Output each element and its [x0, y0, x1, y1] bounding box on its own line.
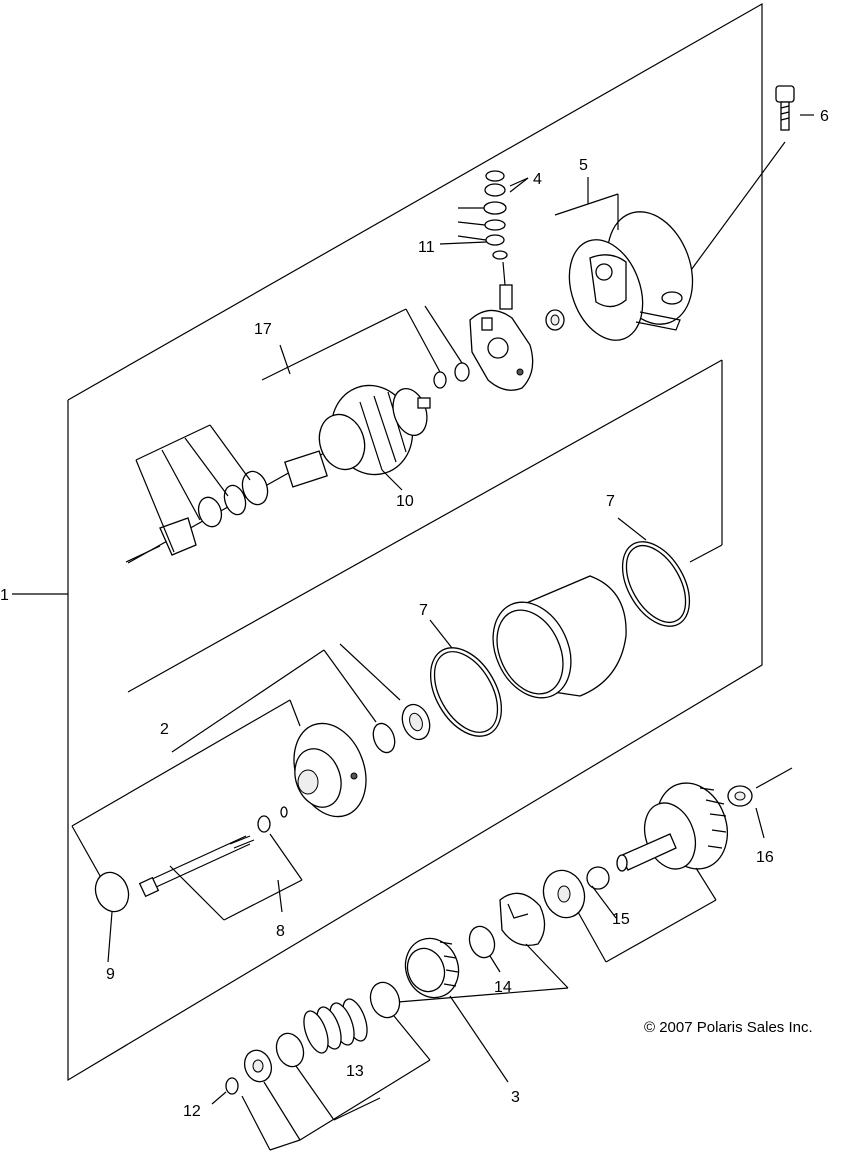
label-1: 1 — [0, 587, 9, 604]
washers-part-17-top — [261, 305, 470, 389]
label-4: 4 — [533, 171, 542, 188]
label-13: 13 — [346, 1063, 364, 1080]
bushing-inner — [550, 314, 560, 326]
label-12: 12 — [183, 1103, 201, 1120]
label-16: 16 — [756, 849, 774, 866]
spring-part-13 — [211, 981, 431, 1151]
label-3: 3 — [511, 1089, 520, 1106]
cap-part-9 — [94, 871, 130, 963]
label-15: 15 — [612, 911, 630, 928]
label-9: 9 — [106, 966, 115, 983]
label-11: 11 — [418, 239, 435, 256]
label-7-top: 7 — [606, 493, 615, 510]
drive-housing-part-2 — [71, 643, 431, 891]
yoke-housing — [492, 575, 627, 699]
through-bolt-part-8 — [138, 806, 303, 921]
label-6: 6 — [820, 108, 829, 125]
clutch-part-14-3 — [397, 892, 569, 1083]
assembly-outline — [12, 2, 763, 1082]
output-gear-part-16-15 — [542, 767, 793, 963]
label-2: 2 — [160, 721, 169, 738]
copyright-notice: © 2007 Polaris Sales Inc. — [644, 1019, 813, 1036]
label-5: 5 — [579, 157, 588, 174]
label-14: 14 — [494, 979, 512, 996]
washers-part-17-left — [125, 344, 291, 563]
o-ring-part-7-top — [617, 517, 691, 627]
o-ring-part-7-bottom — [429, 619, 503, 737]
label-7-bottom: 7 — [419, 602, 428, 619]
brush-plate — [469, 309, 534, 391]
terminal-stack-parts-4-11 — [439, 170, 529, 310]
bolt-part-6 — [671, 85, 814, 297]
armature-part-10 — [284, 384, 431, 491]
callout-labels: 1 2 3 4 5 6 7 7 8 9 10 11 12 13 14 15 16… — [0, 108, 829, 1120]
label-17: 17 — [254, 321, 272, 338]
label-8: 8 — [276, 923, 285, 940]
end-housing-part-5 — [554, 177, 694, 341]
label-10: 10 — [396, 493, 414, 510]
